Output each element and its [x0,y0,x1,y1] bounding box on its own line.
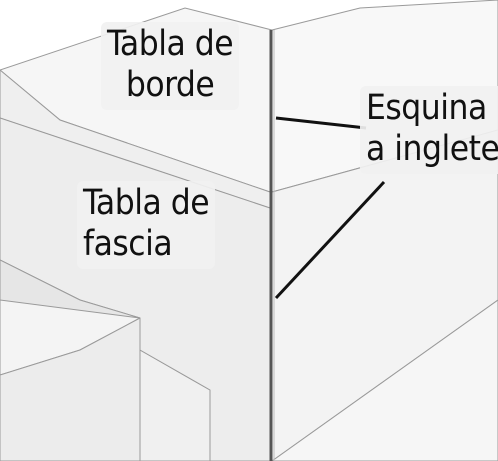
label-esquina-a-inglete: Esquina a inglete [360,86,498,174]
fascia-board-lower-lip [0,259,141,319]
label-tabla-de-fascia-line1: Tabla de [83,183,210,223]
label-tabla-de-fascia: Tabla de fascia [77,181,216,269]
label-tabla-de-borde-line1: Tabla de [107,24,234,64]
leader-line-lower [274,180,386,300]
label-esquina-a-inglete-line1: Esquina [366,88,487,128]
label-tabla-de-fascia-line2: fascia [83,224,173,264]
label-esquina-a-inglete-line2: a inglete [366,129,498,169]
leader-line-upper [275,116,367,130]
label-tabla-de-borde: Tabla de borde [101,22,240,110]
label-tabla-de-borde-line2: borde [125,65,215,105]
right-board-bottom-face [271,299,498,461]
